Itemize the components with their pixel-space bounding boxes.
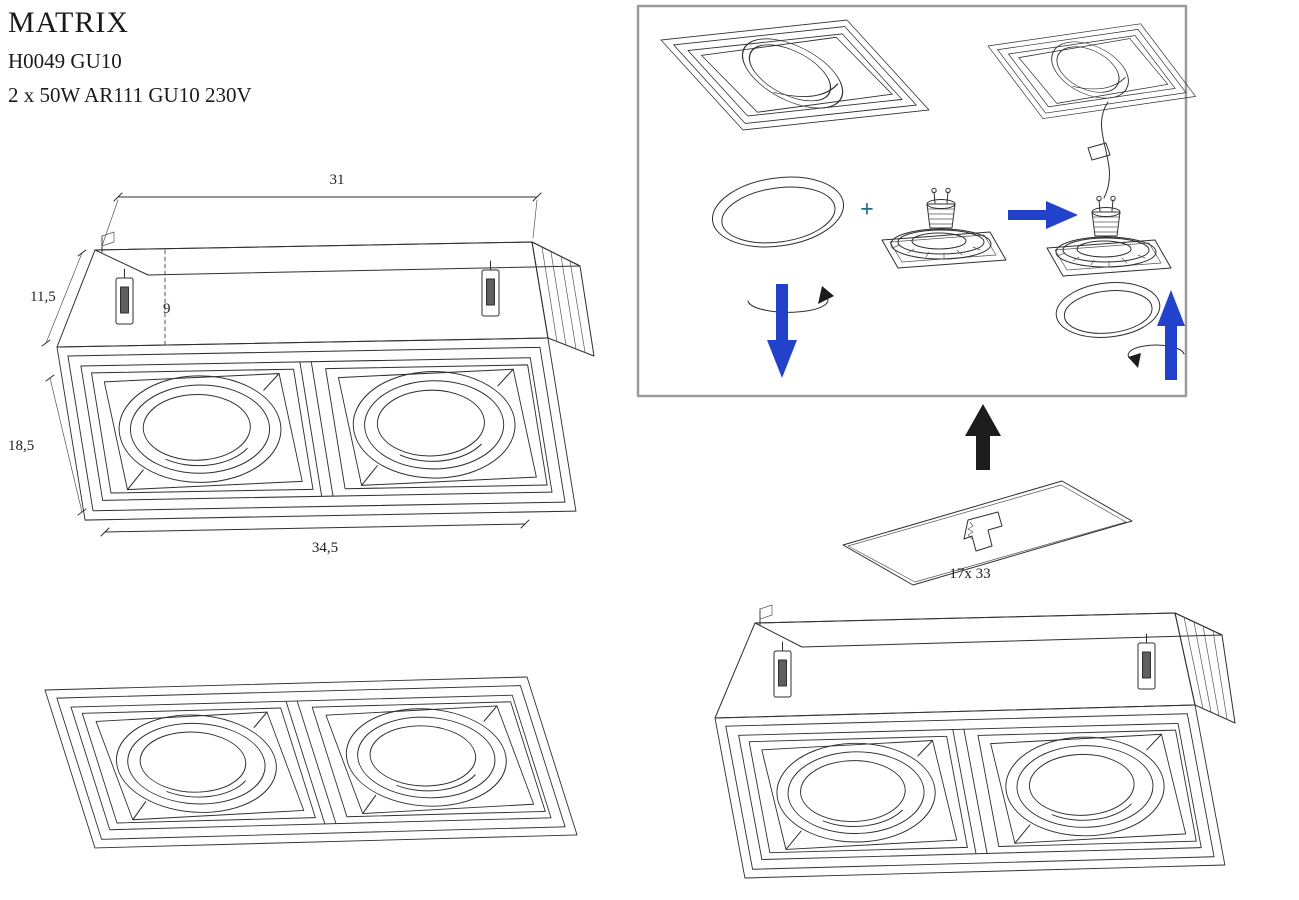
title-block: MATRIX H0049 GU10 2 x 50W AR111 GU10 230… (8, 6, 252, 108)
spring-clip-left (773, 641, 792, 698)
instruction-panel (636, 4, 1197, 398)
trim-ring (711, 176, 845, 248)
arrow-up-black-icon (965, 404, 1001, 470)
spring-clip-right (481, 260, 500, 317)
cutout-shape (963, 511, 1003, 552)
dim-label-housing-height: 11,5 (30, 289, 56, 305)
front-view (25, 665, 665, 875)
dim-label-frame-height: 18,5 (8, 438, 35, 454)
trim-ring-bottom (1055, 282, 1161, 338)
assembly-direction (965, 404, 1001, 470)
arrow-down-icon (767, 284, 797, 378)
dim-line-overall-width (100, 519, 530, 537)
frame-assembly (715, 705, 1225, 878)
product-model: H0049 GU10 (8, 49, 122, 73)
product-title: MATRIX (8, 6, 130, 39)
wire (1100, 101, 1110, 199)
wire-socket (1087, 142, 1111, 161)
housing-box (714, 604, 1236, 724)
rotate-indicator-right (1127, 344, 1185, 368)
dim-line-top-width (101, 192, 542, 247)
instruction-panel-border (636, 4, 1188, 398)
perspective-view (714, 604, 1236, 900)
frame-assembly (57, 338, 576, 520)
front-view-frame (45, 677, 577, 848)
ceiling-cutout-template (842, 480, 1133, 586)
arrow-up-icon (1157, 290, 1185, 380)
spring-clip-left (115, 268, 134, 325)
dim-label-top-width: 31 (329, 172, 345, 188)
dimensioned-perspective-view (41, 192, 595, 537)
arrow-right-icon (1008, 201, 1078, 229)
rotate-indicator-left (747, 286, 834, 313)
product-spec: 2 x 50W AR111 GU10 230V (8, 83, 252, 107)
dim-label-recess-depth: 9 (163, 301, 171, 317)
dim-label-cutout: 17x 33 (949, 566, 991, 582)
dim-line-housing-height (41, 249, 87, 347)
housing-box (56, 231, 595, 357)
dim-label-overall-width: 34,5 (311, 540, 339, 556)
dim-line-frame-height (45, 374, 87, 516)
plus-icon: + (860, 197, 874, 223)
spring-clip-right (1137, 633, 1156, 690)
